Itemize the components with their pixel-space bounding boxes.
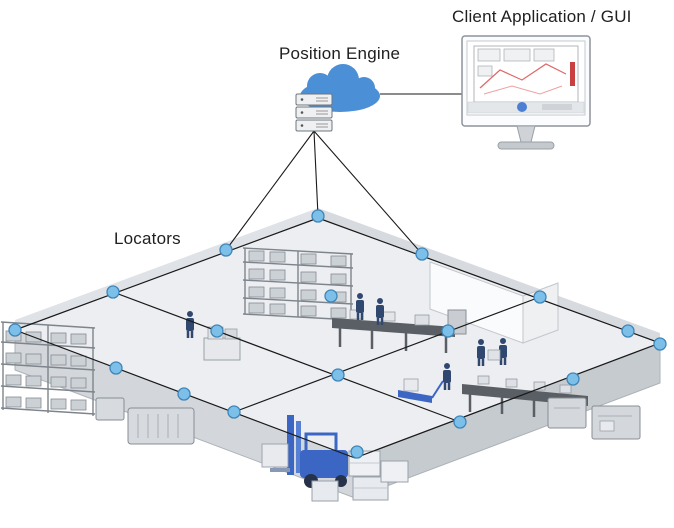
locator-dot xyxy=(311,209,325,223)
pallet-jack xyxy=(398,378,444,403)
locator-dot xyxy=(106,285,120,299)
monitor-base xyxy=(497,141,555,150)
locator-dot xyxy=(219,243,233,257)
machine-left-front xyxy=(95,397,195,445)
locator-dot xyxy=(566,372,580,386)
carried-box xyxy=(487,349,501,361)
monitor-icon xyxy=(461,35,591,150)
tracked-path-red xyxy=(479,63,567,89)
locator-dot xyxy=(177,387,191,401)
screen-pie-chart xyxy=(517,102,527,112)
warehouse-back-right-wall xyxy=(318,208,660,343)
locator-dot xyxy=(8,323,22,337)
locator-dot xyxy=(453,415,467,429)
locator-dot xyxy=(109,361,123,375)
machines-right-front xyxy=(547,397,641,440)
server-stack-icon xyxy=(295,93,333,132)
locator-dot xyxy=(324,289,338,303)
warehouse-back-left-wall xyxy=(15,208,318,330)
client-application-label: Client Application / GUI xyxy=(452,7,632,26)
locator-dot xyxy=(533,290,547,304)
locator-dot xyxy=(653,337,667,351)
locator-dot xyxy=(441,324,455,338)
screen-red-marker xyxy=(570,62,575,86)
storage-rack-left xyxy=(0,321,96,416)
locator-dot xyxy=(331,368,345,382)
locator-dot xyxy=(350,445,364,459)
locator-dot xyxy=(227,405,241,419)
engine-locator-links xyxy=(225,130,423,255)
locators-label: Locators xyxy=(114,229,181,248)
locator-dot xyxy=(210,324,224,338)
storage-rack-center xyxy=(242,247,354,321)
locator-dots xyxy=(8,209,667,459)
monitor-stand xyxy=(516,125,536,143)
partition-walls xyxy=(429,261,559,344)
workers xyxy=(184,291,509,392)
forklift xyxy=(261,415,348,488)
tracked-path-pink xyxy=(483,85,563,95)
locator-dot xyxy=(621,324,635,338)
locator-dot xyxy=(415,247,429,261)
position-engine-label: Position Engine xyxy=(279,44,401,63)
